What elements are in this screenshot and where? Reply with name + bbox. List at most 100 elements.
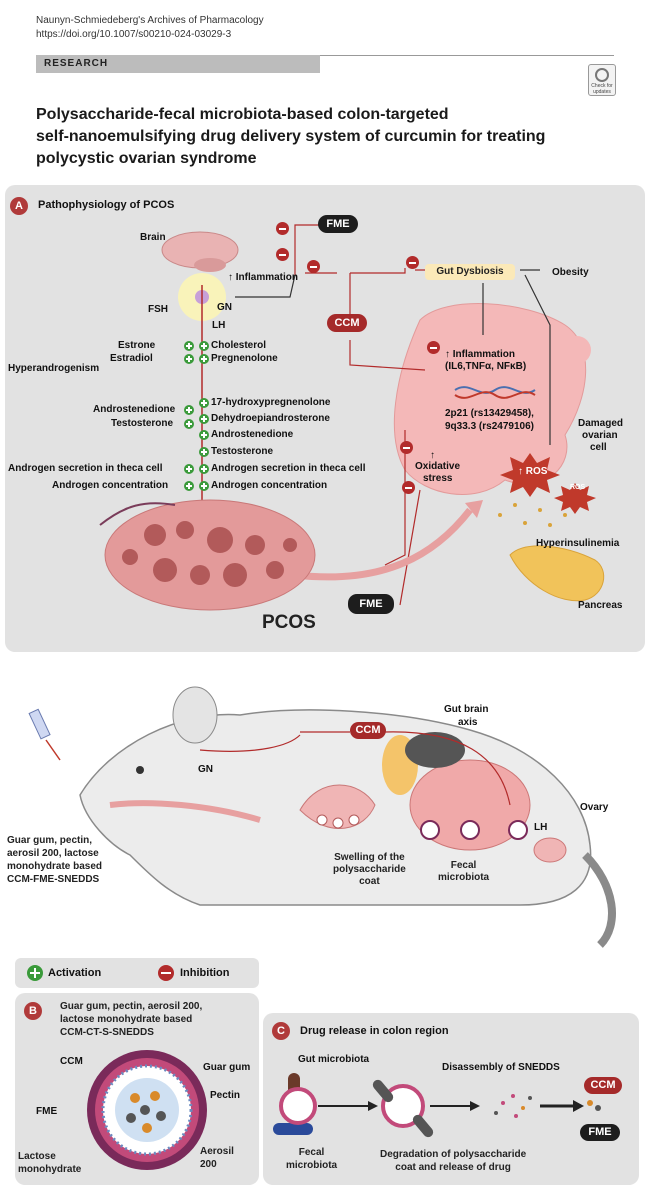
panel-b-fme-label: FME <box>36 1106 58 1117</box>
panel-c-ccm-badge: CCM <box>584 1077 622 1094</box>
inhibition-icon <box>406 256 419 269</box>
rat-gn-label: GN <box>198 764 213 775</box>
formulation-label: Guar gum, pectin, aerosil 200, lactose m… <box>7 834 102 886</box>
panel-a-title: Pathophysiology of PCOS <box>38 199 175 211</box>
panel-c-title: Drug release in colon region <box>300 1025 449 1037</box>
gut-microbiota-label: Gut microbiota <box>298 1054 370 1065</box>
brain-icon <box>161 231 239 272</box>
aerosil-line: 200 <box>200 1159 217 1170</box>
panel-b-title-line: CCM-CT-S-SNEDDS <box>60 1027 154 1038</box>
degradation-line: Degradation of polysaccharide <box>380 1149 527 1160</box>
ovary-label: Ovary <box>580 802 609 813</box>
inhibition-icon <box>307 260 320 273</box>
activation-icon <box>199 464 209 474</box>
gene-locus-2: 9q33.3 (rs2479106) <box>445 421 534 432</box>
stress-label: stress <box>423 473 453 484</box>
pcos-label: PCOS <box>262 612 316 633</box>
title-line-3: polycystic ovarian syndrome <box>36 150 257 167</box>
title-line-1: Polysaccharide-fecal microbiota-based co… <box>36 106 449 123</box>
inhibition-icon <box>400 441 413 454</box>
cholesterol-label: Cholesterol <box>211 340 267 351</box>
legend-activation: Activation <box>48 967 102 979</box>
ros-burst-icon <box>500 453 560 497</box>
formulation-line: monohydrate based <box>7 861 103 872</box>
formulation-line: Guar gum, pectin, <box>7 835 93 846</box>
fme-top-badge: FME <box>318 215 358 233</box>
lh-label: LH <box>212 320 226 331</box>
panel-b-title-line: lactose monohydrate based <box>60 1014 193 1025</box>
gut-brain-label-2: axis <box>458 717 478 728</box>
panel-c <box>263 1013 639 1185</box>
swelling-label: Swelling of the polysaccharide coat <box>333 852 406 888</box>
header-rule <box>320 55 614 56</box>
pancreas-icon <box>498 503 605 602</box>
estradiol-label: Estradiol <box>110 353 153 364</box>
panel-b-title: Guar gum, pectin, aerosil 200, lactose m… <box>60 1000 202 1039</box>
inhibition-icon <box>402 481 415 494</box>
activation-icon <box>199 447 209 457</box>
activation-icon <box>184 419 194 429</box>
pcos-arrow <box>294 507 473 581</box>
panel-b-letter: B <box>24 1002 42 1020</box>
inhibition-icon <box>158 965 174 981</box>
inhibition-icon <box>276 222 289 235</box>
article-title: Polysaccharide-fecal microbiota-based co… <box>36 104 596 170</box>
testosterone-left-label: Testosterone <box>111 418 174 429</box>
androstenedione-left-label: Androstenedione <box>93 404 176 415</box>
nanoparticle-icon <box>420 820 440 840</box>
fecal-line: Fecal <box>298 1147 325 1158</box>
degradation-label: Degradation of polysaccharide coat and r… <box>380 1148 526 1174</box>
fme-bottom-badge: FME <box>348 594 394 614</box>
inflammation-markers-label: (IL6,TNFα, NFκB) <box>445 361 527 372</box>
updates-icon <box>595 68 609 82</box>
panel-b-pectin-label: Pectin <box>210 1090 241 1101</box>
panel-c-graphics <box>273 1073 601 1138</box>
inflammation-cell-label: ↑ Inflammation <box>445 349 516 360</box>
secretion-right-label: Androgen secretion in theca cell <box>211 463 366 474</box>
panel-b-ccm-label: CCM <box>60 1056 83 1067</box>
section-bar: RESEARCH <box>36 55 320 73</box>
activation-icon <box>199 481 209 491</box>
panel-a-letter: A <box>10 197 28 215</box>
androstenedione-right-label: Androstenedione <box>211 429 294 440</box>
rat-ccm-badge: CCM <box>350 722 386 739</box>
dhea-label: Dehydroepiandrosterone <box>211 413 330 424</box>
doi-link[interactable]: https://doi.org/10.1007/s00210-024-03029… <box>36 29 232 40</box>
journal-name: Naunyn-Schmiedeberg's Archives of Pharma… <box>36 15 264 26</box>
hydroxy-label: 17-hydroxypregnenolone <box>211 397 331 408</box>
lactose-line: monohydrate <box>18 1164 82 1175</box>
fecal-line: Fecal <box>450 860 477 871</box>
testosterone-right-label: Testosterone <box>211 446 274 457</box>
legend-inhibition: Inhibition <box>180 967 230 979</box>
hyperandrogenism-label: Hyperandrogenism <box>8 363 100 374</box>
formulation-line: CCM-FME-SNEDDS <box>7 874 100 885</box>
damaged-label: Damaged <box>578 418 624 429</box>
rat-graphics <box>28 686 616 948</box>
section-label: RESEARCH <box>44 58 109 69</box>
estrone-label: Estrone <box>118 340 156 351</box>
syringe-icon <box>28 708 61 761</box>
title-line-2: self-nanoemulsifying drug delivery syste… <box>36 128 546 145</box>
check-updates-badge[interactable]: Check for updates <box>588 64 616 96</box>
fecal-microbiota-label: Fecal microbiota <box>438 860 489 884</box>
panel-c-fme-badge: FME <box>580 1124 620 1141</box>
swelling-line: polysaccharide <box>333 864 406 875</box>
secretion-left-label: Androgen secretion in theca cell <box>8 463 163 474</box>
swelling-line: coat <box>359 876 380 887</box>
panel-b-aerosil-label: Aerosil 200 <box>200 1145 234 1171</box>
activation-icon <box>199 414 209 424</box>
formulation-line: aerosil 200, lactose <box>7 848 99 859</box>
panel-a-graphics <box>99 224 605 611</box>
nanoparticle-icon <box>279 1087 317 1125</box>
oxidative-label: Oxidative <box>415 461 461 472</box>
activation-icon <box>199 341 209 351</box>
activation-icon <box>184 405 194 415</box>
panel-b-title-line: Guar gum, pectin, aerosil 200, <box>60 1001 203 1012</box>
degradation-line: coat and release of drug <box>395 1162 511 1173</box>
fecal-line: microbiota <box>438 872 490 883</box>
nanoparticle-icon <box>87 1050 207 1170</box>
concentration-left-label: Androgen concentration <box>52 480 169 491</box>
swelling-line: Swelling of the <box>334 852 405 863</box>
brain-label: Brain <box>140 232 166 243</box>
panel-b-guar-gum-label: Guar gum <box>203 1062 251 1073</box>
